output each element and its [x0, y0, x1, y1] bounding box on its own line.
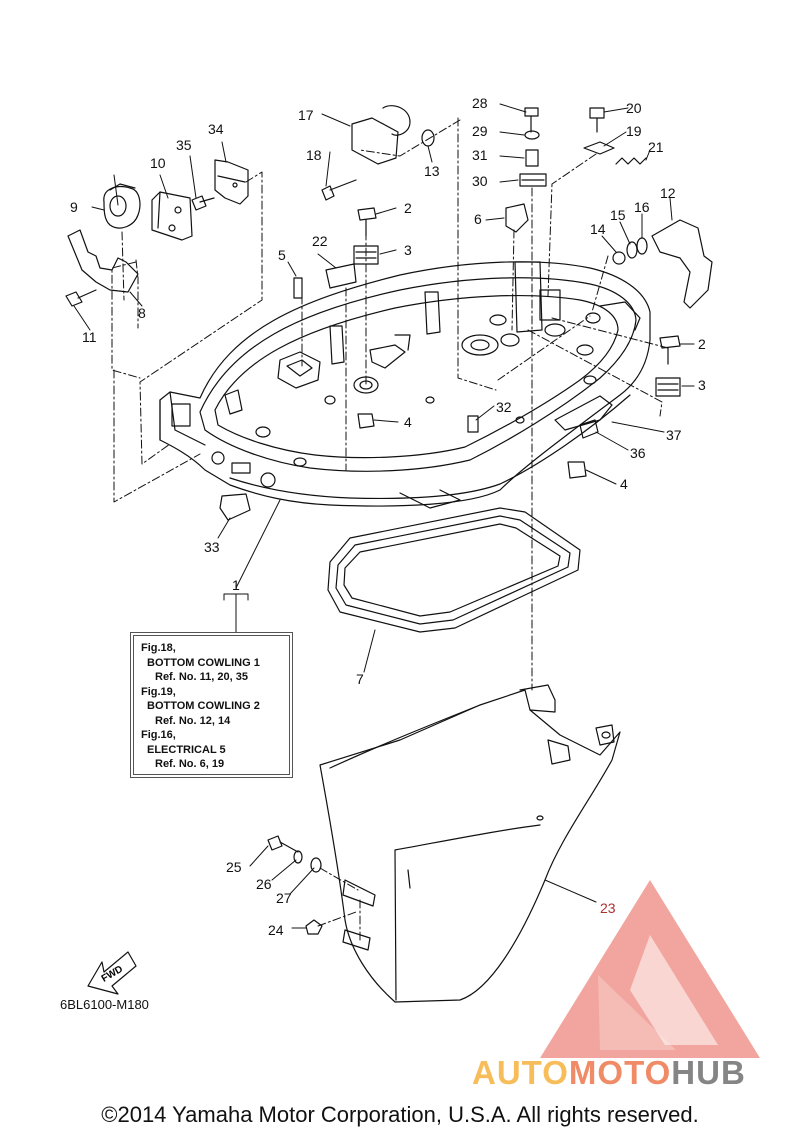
lever-part-12 — [651, 219, 713, 309]
label-27: 27 — [276, 890, 292, 906]
washer-part-29 — [524, 130, 540, 140]
collar-part-31 — [525, 149, 539, 167]
screw-part-28 — [524, 107, 539, 133]
label-13: 13 — [424, 163, 440, 179]
fwd-arrow-icon — [87, 951, 137, 995]
ref-numbers-1: Ref. No. 11, 20, 35 — [155, 671, 248, 683]
label-29: 29 — [472, 123, 488, 139]
label-31: 31 — [472, 147, 488, 163]
label-16: 16 — [634, 199, 650, 215]
bracket-part-10 — [151, 191, 193, 241]
washer-part-14 — [612, 251, 626, 265]
ref-name-2: BOTTOM COWLING 2 — [147, 700, 260, 712]
label-19: 19 — [626, 123, 642, 139]
ref-fig-1: Fig.18, — [141, 642, 176, 654]
label-6: 6 — [474, 211, 482, 227]
label-26: 26 — [256, 876, 272, 892]
bolt-part-2b — [659, 335, 681, 365]
ref-name-1: BOTTOM COWLING 1 — [147, 656, 260, 669]
bolt-part-11 — [65, 289, 97, 307]
screw-part-32 — [467, 415, 479, 433]
copyright-footer: ©2014 Yamaha Motor Corporation, U.S.A. A… — [101, 1102, 699, 1127]
ref-numbers-2: Ref. No. 12, 14 — [155, 714, 231, 727]
ref-fig-2: Fig.19, — [141, 685, 176, 698]
grommet-part-30 — [519, 173, 547, 187]
bolt-part-18 — [321, 179, 357, 201]
nut-part-24 — [305, 919, 323, 935]
part-labels: 1 2 2 3 3 4 4 5 6 7 8 9 10 11 12 13 14 1… — [70, 95, 706, 985]
plug-part-22 — [325, 263, 357, 289]
label-7: 7 — [356, 671, 364, 687]
label-12: 12 — [660, 185, 676, 201]
drawing-code: 6BL6100-M180 — [60, 997, 149, 1012]
plug-part-33 — [219, 493, 251, 521]
label-24: 24 — [268, 922, 284, 938]
ref-numbers-3: Ref. No. 6, 19 — [155, 758, 225, 770]
grommet-part-3b — [655, 377, 681, 397]
bracket-part-34 — [214, 159, 249, 205]
label-18: 18 — [306, 147, 322, 163]
washer-part-26 — [293, 850, 303, 864]
label-28: 28 — [472, 95, 488, 111]
label-17: 17 — [298, 107, 314, 123]
seal-part — [327, 507, 581, 633]
label-35: 35 — [176, 137, 192, 153]
watermark-brand: AUTOMOTOHUB — [472, 1054, 746, 1092]
label-21: 21 — [648, 139, 664, 155]
label-4a: 4 — [404, 414, 412, 430]
collar-part-4b — [567, 461, 587, 479]
washer-part-15 — [626, 241, 638, 259]
screw-part-25 — [267, 835, 299, 853]
handle-part-17 — [351, 105, 411, 165]
collar-part-4a — [357, 413, 375, 429]
spring-part-21 — [615, 157, 647, 165]
label-33: 33 — [204, 539, 220, 555]
label-11: 11 — [82, 329, 97, 345]
washer-part-16 — [636, 237, 648, 255]
lever-part-8 — [67, 229, 139, 293]
label-23: 23 — [600, 900, 616, 916]
label-32: 32 — [496, 399, 512, 415]
brand-moto: MOTO — [568, 1054, 672, 1091]
label-36: 36 — [630, 445, 646, 461]
bolt-part-2a — [357, 207, 377, 237]
label-4b: 4 — [620, 476, 628, 492]
label-37: 37 — [666, 427, 682, 443]
label-15: 15 — [610, 207, 626, 223]
label-22: 22 — [312, 233, 328, 249]
screw-part-5 — [293, 277, 303, 299]
label-9: 9 — [70, 199, 78, 215]
ref-fig-3: Fig.16, — [141, 729, 176, 741]
label-10: 10 — [150, 155, 166, 171]
label-5: 5 — [278, 247, 286, 263]
clamp-part-6 — [505, 203, 529, 233]
label-1: 1 — [232, 577, 240, 593]
label-30: 30 — [472, 173, 488, 189]
lower-cover-part — [319, 684, 621, 1003]
screw-part-35 — [191, 195, 215, 211]
label-3a: 3 — [404, 242, 412, 258]
label-25: 25 — [226, 859, 242, 875]
brand-auto: AUTO — [472, 1054, 569, 1091]
label-2a: 2 — [404, 200, 412, 216]
label-2b: 2 — [698, 336, 706, 352]
label-3b: 3 — [698, 377, 706, 393]
knob-part-9 — [103, 183, 141, 229]
ref-name-3: ELECTRICAL 5 — [147, 743, 226, 756]
watermark-logo-icon — [540, 880, 760, 1058]
washer-part-27 — [310, 857, 322, 873]
washer-part-13 — [421, 129, 435, 147]
label-14: 14 — [590, 221, 606, 237]
brand-hub: HUB — [671, 1054, 746, 1091]
screw-part-20 — [589, 107, 605, 133]
label-8: 8 — [138, 305, 146, 321]
label-34: 34 — [208, 121, 224, 137]
bottom-cowling-part — [159, 261, 651, 509]
label-20: 20 — [626, 100, 642, 116]
reference-note-box: Fig.18, BOTTOM COWLING 1 Ref. No. 11, 20… — [130, 632, 293, 778]
clip-part-19 — [583, 141, 615, 155]
